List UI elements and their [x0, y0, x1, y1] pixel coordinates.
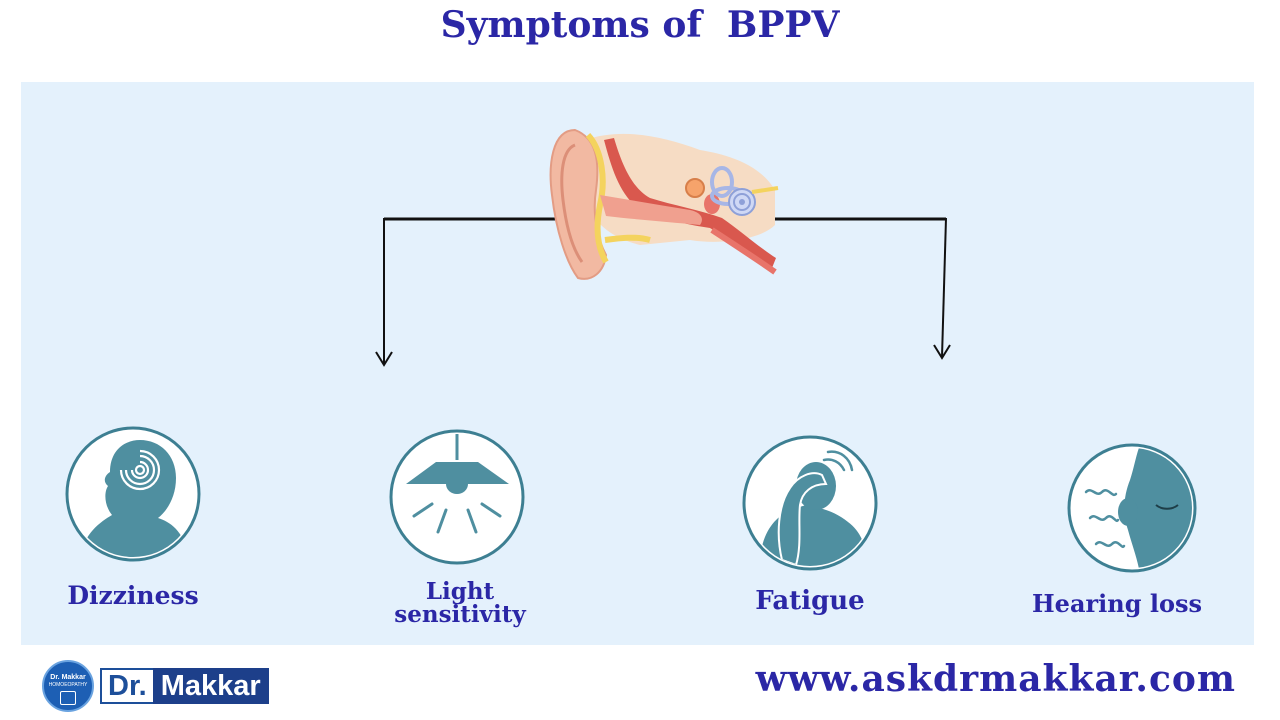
website-url: www.askdrmakkar.com — [755, 658, 1236, 700]
ear-anatomy-icon — [549, 128, 779, 280]
logo-badge-icon: Dr. Makkar HOMOEOPATHY — [42, 660, 94, 712]
connector-right — [770, 217, 951, 360]
brand-logo: Dr. Makkar HOMOEOPATHY Dr. Makkar — [42, 660, 269, 712]
symptom-label-light-sensitivity-line2: sensitivity — [394, 601, 526, 628]
logo-name-text: Makkar — [152, 668, 269, 704]
ceiling-lamp-icon — [389, 429, 525, 565]
symptom-label-light-sensitivity: Light sensitivity — [380, 580, 540, 626]
logo-wordmark: Dr. Makkar — [100, 668, 269, 704]
logo-badge-box-icon — [60, 690, 76, 705]
logo-badge-subtitle: HOMOEOPATHY — [48, 681, 88, 688]
symptom-label-light-sensitivity-line1: Light — [425, 578, 495, 605]
page-title: Symptoms of BPPV — [440, 4, 840, 46]
tired-person-icon — [742, 435, 878, 571]
logo-badge-title: Dr. Makkar — [50, 673, 86, 681]
symptom-label-hearing-loss: Hearing loss — [1032, 589, 1202, 618]
connector-left — [375, 217, 560, 367]
symptom-label-fatigue: Fatigue — [755, 586, 865, 616]
logo-dr-text: Dr. — [100, 668, 153, 704]
symptom-label-dizziness: Dizziness — [67, 581, 199, 610]
ear-hearing-icon — [1067, 443, 1197, 573]
dizzy-head-icon — [65, 426, 201, 562]
